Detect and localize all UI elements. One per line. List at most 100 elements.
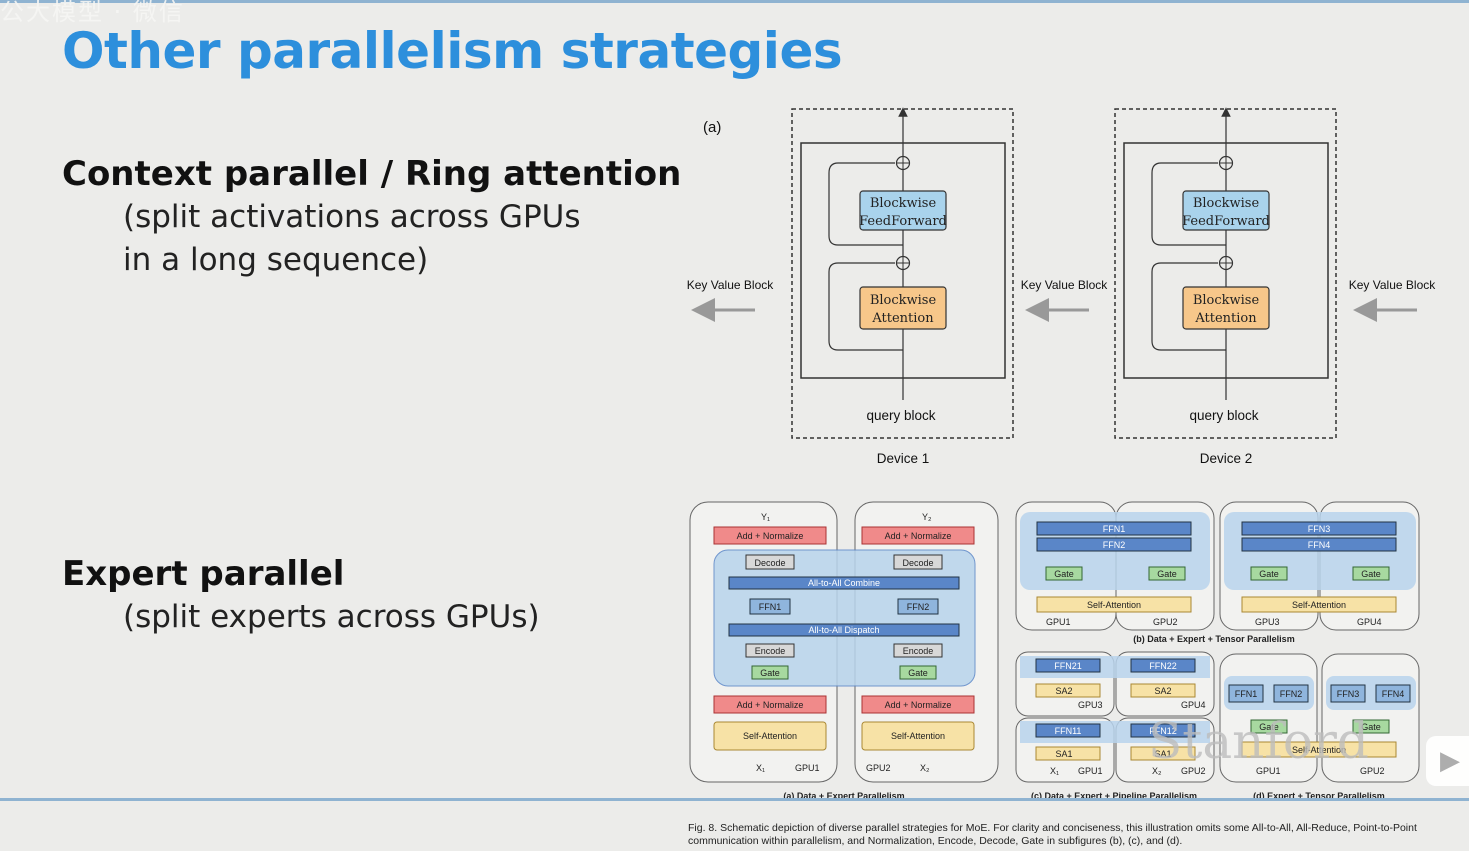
bottom-rule <box>0 798 1469 801</box>
slide-title: Other parallelism strategies <box>62 22 843 80</box>
moe-b-gpu2-frame <box>1115 501 1215 631</box>
moe-a-addnorm-bottom-1 <box>713 695 827 714</box>
moe-b-gate-3 <box>1250 566 1288 581</box>
moe-d-ffn1 <box>1228 684 1264 703</box>
device-2-frame <box>1114 108 1337 439</box>
moe-b-ffn1 <box>1036 521 1192 536</box>
device-2-ffn-label-1: Blockwise <box>1193 196 1260 211</box>
moe-b-ffn4 <box>1241 537 1397 552</box>
moe-a-ffn1-label: FFN1 <box>759 602 782 612</box>
ring-attention-diagram: (a) Blockwise FeedForward Blockwise Atte… <box>687 107 1436 466</box>
moe-b-ffn3-label: FFN3 <box>1308 524 1331 534</box>
moe-c-gpu4-frame <box>1115 651 1215 717</box>
moe-a-encode-2 <box>893 643 943 658</box>
device-1-ffn-block <box>859 190 947 231</box>
moe-a-gpu2-label: GPU2 <box>866 763 891 773</box>
moe-d-ffn2-label: FFN2 <box>1280 689 1303 699</box>
moe-c-sa2-1-label: SA2 <box>1055 686 1072 696</box>
moe-a-gate-1-label: Gate <box>760 668 780 678</box>
panel-label: (a) <box>703 119 721 136</box>
device-1-residual-bottom <box>828 262 903 351</box>
context-parallel-line-2: in a long sequence) <box>123 242 429 278</box>
expert-parallel-line-1: (split experts across GPUs) <box>123 599 540 635</box>
device-1-query-label: query block <box>866 408 935 423</box>
moe-a-expert-region <box>713 549 976 687</box>
moe-b-ffn2 <box>1036 537 1192 552</box>
moe-a-gpu2-frame <box>854 501 999 783</box>
moe-c-ffn22 <box>1130 658 1196 673</box>
moe-a-encode-2-label: Encode <box>903 646 934 656</box>
heading-expert-parallel: Expert parallel <box>62 554 345 594</box>
moe-a-selfattn-2-label: Self-Attention <box>891 731 945 741</box>
moe-d-ffn3-label: FFN3 <box>1337 689 1360 699</box>
device-1-residual-top <box>828 162 903 246</box>
device-2-attn-block <box>1182 286 1270 330</box>
watermark-stanford: Stanford <box>1148 712 1369 770</box>
moe-c-sa2-2 <box>1130 683 1196 698</box>
device-2-attn-label-1: Blockwise <box>1193 293 1260 308</box>
moe-a-gate-2 <box>899 665 937 680</box>
moe-a-addnorm-top-2 <box>861 526 975 545</box>
moe-a-gate-1 <box>751 665 789 680</box>
moe-a-combine-label: All-to-All Combine <box>808 578 880 588</box>
device-2-group: Blockwise FeedForward Blockwise Attentio… <box>1114 107 1337 466</box>
moe-c-expert-top <box>1020 656 1210 678</box>
moe-a-selfattn-2 <box>861 721 975 751</box>
moe-d-ffn2 <box>1273 684 1309 703</box>
moe-b-caption: (b) Data + Expert + Tensor Parallelism <box>1133 634 1294 644</box>
moe-a-selfattn-1 <box>713 721 827 751</box>
moe-b-gate-2 <box>1148 566 1186 581</box>
moe-a-encode-1 <box>745 643 795 658</box>
moe-b-expert-region-1 <box>1020 512 1210 590</box>
moe-d-expert-region-1 <box>1224 676 1314 710</box>
moe-a-x1: X₁ <box>756 763 765 773</box>
moe-b-selfattn-2-label: Self-Attention <box>1292 600 1346 610</box>
moe-d-ffn4-label: FFN4 <box>1382 689 1405 699</box>
moe-c-sa2-1 <box>1035 683 1101 698</box>
moe-c-sa2-2-label: SA2 <box>1154 686 1171 696</box>
moe-a-dispatch-label: All-to-All Dispatch <box>808 625 879 635</box>
moe-b-gpu2-label: GPU2 <box>1153 617 1178 627</box>
kv-label-left: Key Value Block <box>687 278 774 292</box>
moe-c-ffn21 <box>1035 658 1101 673</box>
moe-a-addnorm-bottom-2-label: Add + Normalize <box>885 700 952 710</box>
moe-b-selfattn-1 <box>1036 596 1192 613</box>
moe-c-ffn11-label: FFN11 <box>1055 726 1082 736</box>
kv-label-right: Key Value Block <box>1349 278 1436 292</box>
moe-b-gpu3-label: GPU3 <box>1255 617 1280 627</box>
moe-d-ffn3 <box>1330 684 1366 703</box>
moe-c-sa1-1 <box>1035 746 1101 761</box>
moe-a-decode-1-label: Decode <box>754 558 785 568</box>
moe-a-addnorm-top-1-label: Add + Normalize <box>737 531 804 541</box>
figure-caption: Fig. 8. Schematic depiction of diverse p… <box>688 822 1417 847</box>
play-button[interactable]: ▶ <box>1426 736 1469 786</box>
moe-b-gate-1 <box>1045 566 1083 581</box>
watermark-top: 公大模型 · 微信 <box>0 0 185 26</box>
moe-b-gate-2-label: Gate <box>1157 569 1177 579</box>
device-1-frame <box>791 108 1014 439</box>
moe-b-gate-1-label: Gate <box>1054 569 1074 579</box>
moe-a-addnorm-bottom-1-label: Add + Normalize <box>737 700 804 710</box>
device-2-residual-bottom <box>1151 262 1226 351</box>
moe-c-x1: X₁ <box>1050 766 1059 776</box>
device-1-ffn-label-1: Blockwise <box>870 196 937 211</box>
device-1-attn-label-1: Blockwise <box>870 293 937 308</box>
moe-b-ffn3 <box>1241 521 1397 536</box>
moe-b-gpu1-label: GPU1 <box>1046 617 1071 627</box>
moe-a-decode-1 <box>745 554 795 570</box>
moe-b-selfattn-1-label: Self-Attention <box>1087 600 1141 610</box>
moe-a-ffn2 <box>897 598 939 615</box>
device-2-attn-label-2: Attention <box>1194 311 1257 326</box>
moe-b-selfattn-2 <box>1241 596 1397 613</box>
moe-a-combine-bar <box>728 576 960 590</box>
device-1-ffn-label-2: FeedForward <box>859 214 947 229</box>
moe-a-decode-2-label: Decode <box>902 558 933 568</box>
moe-a-gate-2-label: Gate <box>908 668 928 678</box>
context-parallel-line-1: (split activations across GPUs <box>123 199 581 235</box>
play-icon: ▶ <box>1440 746 1460 776</box>
moe-b-gpu1-frame <box>1015 501 1117 631</box>
moe-a-addnorm-top-1 <box>713 526 827 545</box>
moe-a-decode-2 <box>893 554 943 570</box>
moe-a-dispatch-bar <box>728 623 960 637</box>
device-2-label: Device 2 <box>1200 451 1253 466</box>
